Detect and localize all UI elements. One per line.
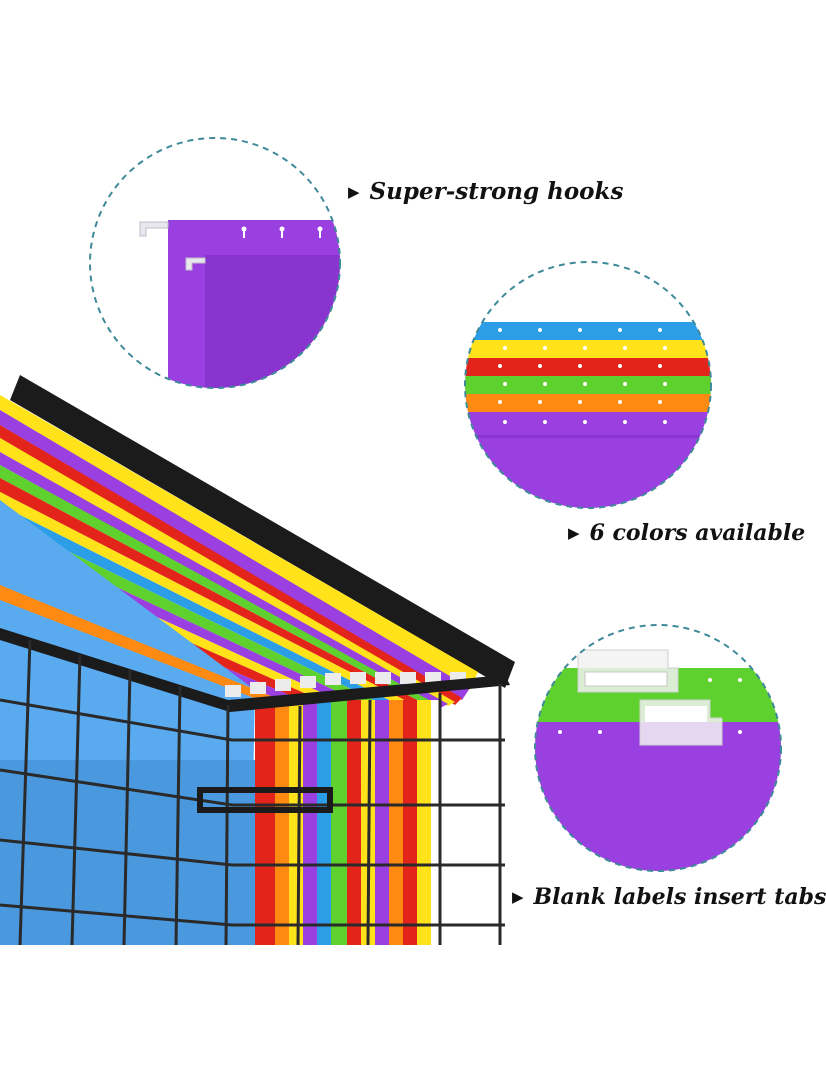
- hook-icon: [185, 257, 206, 271]
- bullet-icon: ▶: [512, 888, 524, 906]
- product-illustration: [0, 137, 782, 946]
- hook-icon: [139, 221, 169, 237]
- hook-slots-icon: [498, 328, 667, 424]
- colors-closeup-circle: [464, 261, 712, 509]
- yellow-folder-strip: [465, 340, 711, 358]
- wire-basket-with-folders: [0, 375, 515, 946]
- feature-label: Super-strong hooks: [369, 178, 624, 205]
- basket-back-rim: [10, 375, 515, 688]
- label-tab-icon: [577, 649, 679, 693]
- bullet-icon: ▶: [568, 524, 580, 542]
- feature-super-strong-hooks: ▶ Super-strong hooks: [348, 178, 623, 205]
- feature-blank-label-tabs: ▶ Blank labels insert tabs: [512, 884, 826, 910]
- blue-folder-strip: [465, 322, 711, 340]
- green-folder-strip: [465, 376, 711, 394]
- hook-slots-icon: [241, 226, 323, 238]
- orange-folder-strip: [465, 394, 711, 412]
- feature-six-colors: ▶ 6 colors available: [568, 520, 805, 546]
- feature-label: 6 colors available: [589, 520, 806, 546]
- hook-icon: [225, 672, 466, 697]
- hanging-folders: [0, 395, 478, 940]
- feature-label: Blank labels insert tabs: [533, 884, 826, 910]
- label-tabs-closeup-circle: [534, 624, 782, 872]
- bullet-icon: ▶: [348, 182, 360, 201]
- purple-folder-strip: [535, 722, 781, 871]
- basket-handle: [197, 787, 333, 813]
- red-folder-strip: [465, 358, 711, 376]
- hook-closeup-circle: [89, 137, 341, 389]
- basket-front-rim: [0, 628, 510, 712]
- hook-slots-icon: [558, 678, 742, 734]
- basket-wires: [0, 639, 505, 946]
- label-tab-icon: [639, 699, 723, 746]
